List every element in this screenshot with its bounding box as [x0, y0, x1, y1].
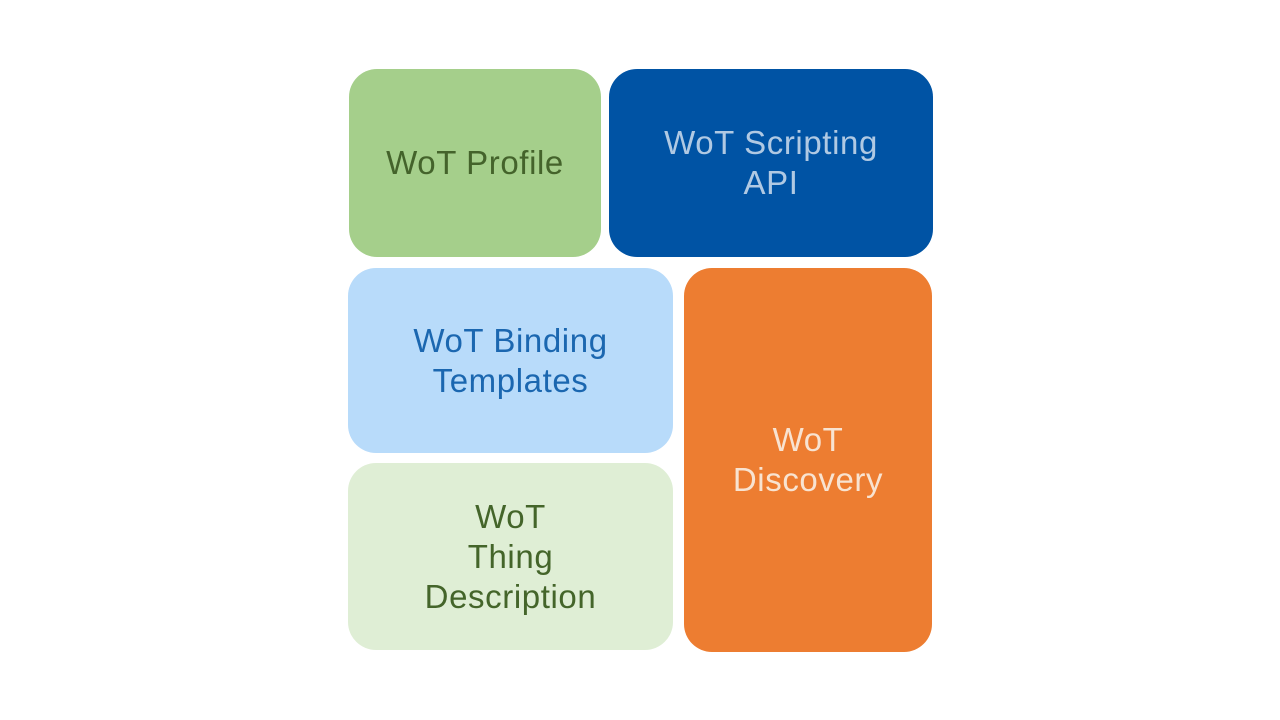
block-label: Thing — [467, 537, 554, 575]
block-label: WoT — [772, 421, 844, 458]
block-label: Description — [424, 577, 597, 615]
block-wot-scripting-api: WoT Scripting API — [609, 69, 933, 257]
block-label: Templates — [432, 361, 589, 399]
block-label: Discovery — [732, 461, 884, 498]
block-label: API — [743, 164, 799, 201]
block-wot-binding-templates: WoT Binding Templates — [348, 268, 673, 453]
block-label: WoT Binding — [413, 321, 608, 359]
block-label: WoT Profile — [386, 144, 564, 181]
block-wot-profile: WoT Profile — [349, 69, 601, 257]
block-label: WoT — [475, 497, 546, 535]
block-label: WoT Scripting — [664, 124, 878, 161]
block-wot-thing-description: WoT Thing Description — [348, 463, 673, 650]
block-wot-discovery: WoT Discovery — [684, 268, 932, 652]
